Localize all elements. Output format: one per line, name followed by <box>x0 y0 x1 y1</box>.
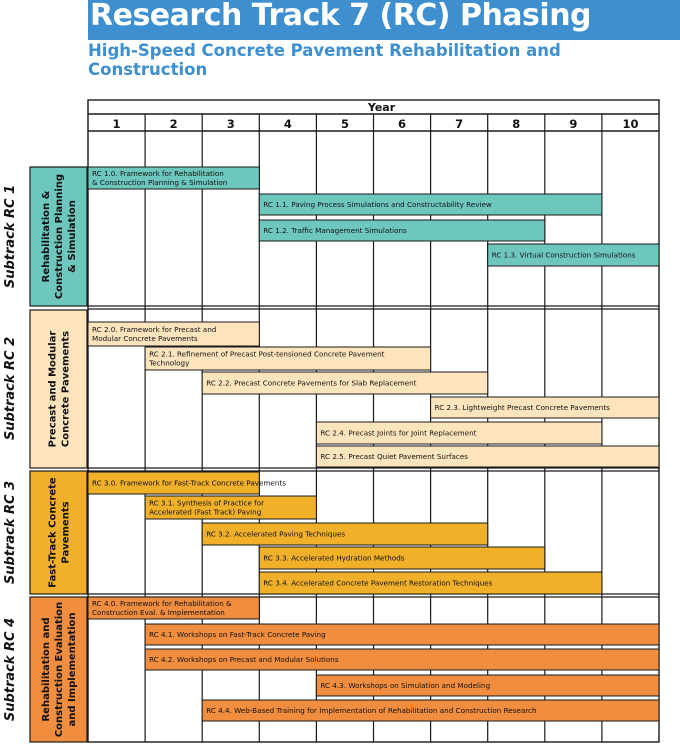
task-bar <box>315 674 660 697</box>
task-bar <box>315 445 660 468</box>
subtrack-name-line: Rehabilitation and <box>41 617 52 721</box>
task-label: RC 1.1. Paving Process Simulations and C… <box>263 200 492 209</box>
task-bar <box>87 596 260 620</box>
task-bar <box>430 396 660 419</box>
year-tick-label: 6 <box>398 117 406 131</box>
subtrack-name-band <box>29 166 88 307</box>
page-title: Research Track 7 (RC) Phasing <box>90 0 592 33</box>
task-bar <box>87 471 260 495</box>
task-bar <box>144 648 660 671</box>
task-label: RC 2.1. Refinement of Precast Post-tensi… <box>149 350 385 359</box>
year-tick-label: 3 <box>227 117 235 131</box>
subtrack-label: Subtrack RC 3 <box>3 481 18 584</box>
task-label: RC 2.0. Framework for Precast and <box>92 325 216 334</box>
task-label: RC 4.3. Workshops on Simulation and Mode… <box>320 681 490 690</box>
task-label: RC 3.2. Accelerated Paving Techniques <box>206 530 345 539</box>
subtrack-label: Subtrack RC 1 <box>3 185 18 288</box>
year-tick-label: 1 <box>113 117 121 131</box>
task-label: & Construction Planning & Simulation <box>92 178 227 187</box>
task-label: RC 2.5. Precast Quiet Pavement Surfaces <box>320 452 468 461</box>
year-tick-label: 10 <box>622 117 638 131</box>
subtrack-name-line: Fast-Track Concrete <box>48 477 59 588</box>
task-bar <box>87 321 260 347</box>
task-bar <box>201 699 660 722</box>
task-label: RC 4.2. Workshops on Precast and Modular… <box>149 655 339 664</box>
task-label: RC 4.0. Framework for Rehabilitation & <box>92 599 232 608</box>
subtrack-1: Rehabilitation &Construction Planning& S… <box>3 166 660 307</box>
task-label: Technology <box>148 359 190 368</box>
task-label: Modular Concrete Pavements <box>92 334 198 343</box>
task-bar <box>487 243 660 267</box>
task-label: Accelerated (Fast Track) Paving <box>149 508 261 517</box>
task-bar <box>87 166 260 190</box>
page-subtitle: High-Speed Concrete Pavement Rehabilitat… <box>88 41 561 79</box>
year-tick-label: 8 <box>512 117 520 131</box>
task-label: RC 3.1. Synthesis of Practice for <box>149 499 264 508</box>
subtrack-name-band <box>29 309 88 469</box>
task-bar <box>144 346 432 371</box>
subtrack-name-line: & Simulation <box>67 200 78 273</box>
task-bar <box>258 219 546 242</box>
subtrack-name-line: Rehabilitation & <box>41 190 52 282</box>
task-label: RC 1.0. Framework for Rehabilitation <box>92 169 224 178</box>
subtrack-name-line: Concrete Pavements <box>61 331 72 447</box>
task-label: Construction Eval. & Implementation <box>92 608 225 617</box>
year-tick-label: 5 <box>341 117 349 131</box>
task-bar <box>144 495 317 520</box>
subtrack-name-line: Construction Planning <box>54 174 65 299</box>
task-bar <box>258 571 603 595</box>
year-tick-label: 4 <box>284 117 292 131</box>
task-bar <box>258 193 603 216</box>
task-label: RC 2.2. Precast Concrete Pavements for S… <box>206 379 417 388</box>
task-bar <box>258 546 546 570</box>
subtrack-name-line: Pavements <box>61 501 72 563</box>
subtrack-name-line: Construction Evaluation <box>54 602 65 737</box>
subtrack-name-line: Precast and Modular <box>48 331 59 448</box>
task-label: RC 2.3. Lightweight Precast Concrete Pav… <box>435 403 611 412</box>
task-bar <box>201 522 489 546</box>
task-bar <box>144 623 660 646</box>
task-label: RC 1.2. Traffic Management Simulations <box>263 226 407 235</box>
task-label: RC 1.3. Virtual Construction Simulations <box>492 251 636 260</box>
task-label: RC 3.4. Accelerated Concrete Pavement Re… <box>263 579 492 588</box>
task-label: RC 4.1. Workshops on Fast-Track Concrete… <box>149 630 326 639</box>
title-bar: Research Track 7 (RC) Phasing <box>88 0 680 40</box>
subtrack-label: Subtrack RC 4 <box>3 618 18 721</box>
subtrack-label: Subtrack RC 2 <box>3 337 18 440</box>
subtrack-name-band <box>29 470 88 595</box>
year-tick-label: 2 <box>170 117 178 131</box>
year-tick-label: 7 <box>455 117 463 131</box>
subtrack-name-band <box>29 596 88 743</box>
task-label: RC 4.4. Web-Based Training for Implement… <box>206 706 536 715</box>
task-label: RC 3.3. Accelerated Hydration Methods <box>263 554 405 563</box>
task-label: RC 3.0. Framework for Fast-Track Concret… <box>92 479 286 488</box>
task-label: RC 2.4. Precast Joints for Joint Replace… <box>320 429 476 438</box>
year-axis-label: Year <box>367 101 396 114</box>
subtrack-name-line: and Implementation <box>67 612 78 726</box>
year-tick-label: 9 <box>569 117 577 131</box>
task-bar <box>201 371 489 395</box>
task-bar <box>315 421 603 445</box>
